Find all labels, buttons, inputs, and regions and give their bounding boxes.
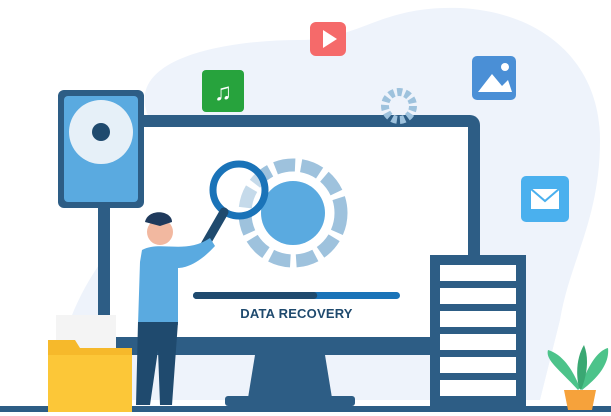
recovery-gear (238, 158, 348, 268)
server-icon (430, 255, 526, 410)
progress-bar (193, 292, 400, 299)
mail-icon (521, 176, 569, 222)
svg-text:♫: ♫ (214, 79, 232, 106)
progress-fill (193, 292, 318, 299)
person (136, 212, 215, 405)
folder-icon (48, 315, 132, 412)
image-icon (472, 56, 516, 100)
video-play-icon (310, 22, 346, 56)
gear-icon (381, 88, 417, 124)
plant-icon (547, 345, 609, 410)
music-icon: ♫ (202, 70, 244, 112)
hard-drive-icon (58, 90, 144, 208)
data-recovery-label: DATA RECOVERY (240, 306, 353, 321)
